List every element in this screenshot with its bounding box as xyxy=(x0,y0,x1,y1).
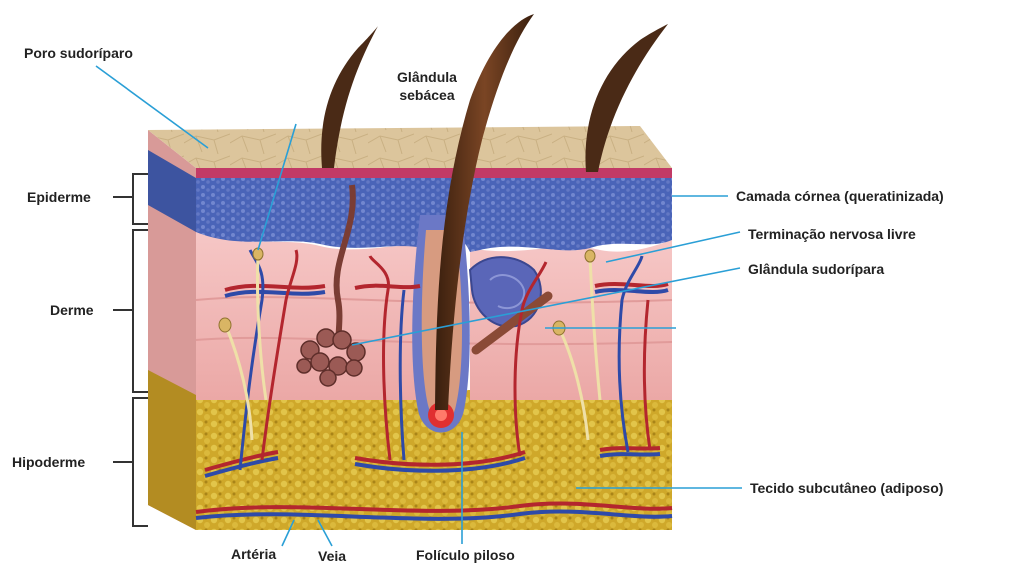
label-arteria: Artéria xyxy=(231,546,276,563)
label-terminacao-nervosa: Terminação nervosa livre xyxy=(748,226,916,243)
label-poro-sudoriparo: Poro sudoríparo xyxy=(24,45,133,62)
label-derme: Derme xyxy=(50,302,94,319)
label-glandula-sebacea-line2: sebácea xyxy=(382,87,472,104)
label-foliculo-piloso: Folículo piloso xyxy=(416,547,515,564)
label-glandula-sebacea-line1: Glândula xyxy=(382,69,472,86)
label-glandula-sudoripara: Glândula sudorípara xyxy=(748,261,884,278)
label-epiderme: Epiderme xyxy=(27,189,91,206)
block-left-face xyxy=(148,130,196,530)
label-camada-cornea: Camada córnea (queratinizada) xyxy=(736,188,944,205)
label-veia: Veia xyxy=(318,548,346,565)
label-tecido-subcutaneo: Tecido subcutâneo (adiposo) xyxy=(750,480,943,497)
layer-brackets xyxy=(113,174,148,526)
label-hipoderme: Hipoderme xyxy=(12,454,85,471)
